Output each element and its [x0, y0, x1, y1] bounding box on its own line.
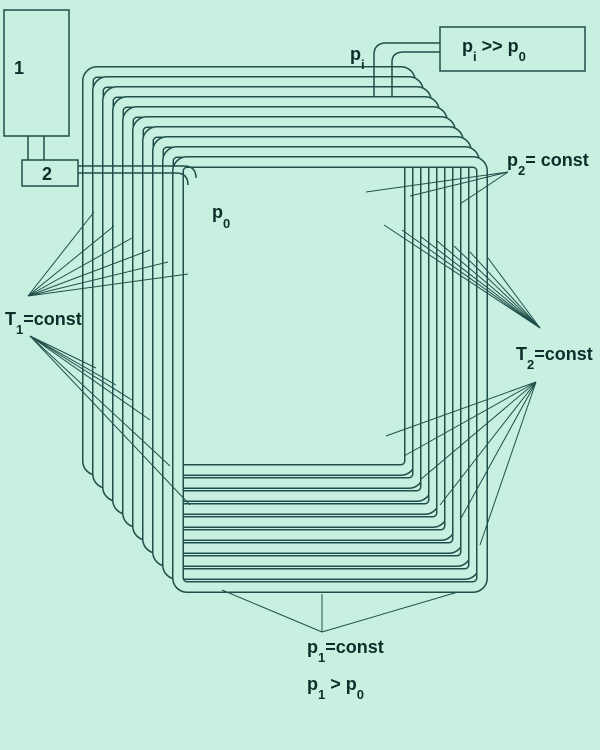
leader-line [459, 171, 509, 205]
p1-label: p1=const [307, 637, 384, 665]
leader-line [321, 591, 459, 633]
leader-line [27, 237, 133, 297]
pressure-box: pi >> p0 [439, 26, 586, 72]
leader-line [419, 381, 537, 481]
block-1: 1 [3, 9, 70, 160]
coil-loop [92, 76, 424, 489]
leader-line [27, 261, 169, 297]
leader-line [479, 381, 537, 546]
leader-line [29, 335, 151, 421]
p2-label: p2= const [507, 150, 589, 178]
leader-line [453, 245, 541, 329]
leader-line [29, 335, 191, 506]
leader-line [365, 171, 509, 193]
leader-line [419, 235, 541, 329]
leader-line [385, 381, 537, 437]
leader-lines [27, 171, 541, 633]
t2-label: T2=const [516, 344, 593, 372]
leader-line [221, 589, 323, 633]
leader-line [29, 335, 171, 467]
t1-label: T1=const [5, 309, 82, 337]
coil-loop [162, 146, 480, 580]
leader-line [401, 229, 541, 329]
leader-line [27, 225, 115, 297]
leader-line [435, 239, 541, 329]
leader-line [27, 211, 95, 297]
outlet-tube [373, 42, 440, 96]
leader-line [409, 171, 509, 197]
inlet-tube [78, 165, 197, 186]
leader-line [403, 381, 537, 457]
coil-loop [142, 126, 464, 554]
coil-loop [132, 116, 456, 541]
coil-loop [112, 96, 440, 515]
block-2-label: 2 [42, 164, 52, 184]
leader-line [469, 251, 541, 329]
pi-label: pi [350, 44, 365, 72]
leader-line [29, 335, 97, 369]
coil-loop [152, 136, 472, 567]
box-p-i: p [462, 36, 473, 56]
leader-line [459, 381, 537, 521]
leader-line [439, 381, 537, 506]
leader-line [383, 224, 541, 329]
coil-loop [122, 106, 448, 528]
leader-line [29, 335, 133, 401]
leader-line [27, 273, 189, 297]
leader-line [29, 335, 117, 386]
coil-loop [172, 156, 488, 593]
p0-label: p0 [212, 202, 230, 231]
coil-loops [82, 66, 488, 593]
svg-text:pi >> p0: pi >> p0 [462, 36, 526, 64]
block-1-label: 1 [14, 58, 24, 78]
coil-loop [82, 66, 416, 476]
p1-gt-p0-label: p1 > p0 [307, 674, 364, 702]
coil-loop [102, 86, 432, 502]
leader-line [27, 249, 151, 297]
block-2: 2 [21, 159, 79, 187]
leader-line [487, 257, 541, 329]
